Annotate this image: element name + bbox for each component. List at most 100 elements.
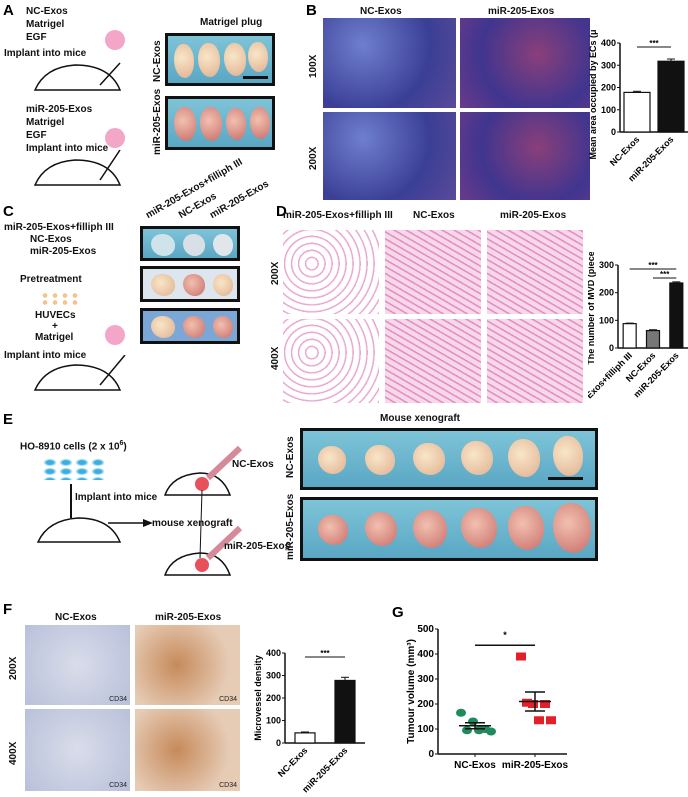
significance-label: *** xyxy=(320,649,330,658)
significance-label: *** xyxy=(649,39,659,48)
d-micrograph xyxy=(385,230,481,314)
e-row-label: NC-Exos xyxy=(285,436,296,478)
c-plus: + xyxy=(52,321,58,332)
y-tick-label: 200 xyxy=(266,693,281,703)
a-plug-photo-nc xyxy=(165,33,275,86)
d-col-label: miR-205-Exos xyxy=(500,210,567,221)
b-row-label: 200X xyxy=(308,146,319,170)
y-tick-label: 300 xyxy=(599,260,614,270)
a-nc-line: EGF xyxy=(26,32,47,43)
y-axis-label: Microvessel density xyxy=(253,655,263,741)
bar xyxy=(623,91,651,133)
bar xyxy=(294,732,316,744)
panel-label-e: E xyxy=(3,411,14,428)
a-mir-line: miR-205-Exos xyxy=(26,104,93,115)
e-xenograft: mouse xenograft xyxy=(152,518,233,529)
mouse-icon xyxy=(36,517,122,543)
y-tick-label: 100 xyxy=(601,105,616,115)
d-micrograph xyxy=(487,319,583,403)
bar xyxy=(334,679,356,744)
b-micrograph xyxy=(323,112,456,200)
a-plug-photo-mir xyxy=(165,96,275,150)
y-tick-label: 0 xyxy=(428,749,434,760)
e-nc: NC-Exos xyxy=(232,459,274,470)
mouse-icon xyxy=(33,355,126,391)
d-col-label: miR-205-Exos+filliph III xyxy=(283,210,393,221)
y-axis-label: The number of MVD (piece) xyxy=(588,252,596,365)
data-point xyxy=(516,652,526,661)
data-point xyxy=(528,700,538,708)
c-implant: Implant into mice xyxy=(4,350,87,361)
f-micrograph: CD34 xyxy=(25,625,130,705)
mouse-syringe-icon xyxy=(163,445,243,576)
x-tick-label: NC-Exos xyxy=(608,134,642,168)
y-tick-label: 100 xyxy=(266,716,281,726)
y-tick-label: 400 xyxy=(266,648,281,658)
cells-icon xyxy=(42,458,104,480)
mouse-icon xyxy=(33,150,122,186)
a-nc-line: Implant into mice xyxy=(4,48,87,59)
y-tick-label: 100 xyxy=(599,315,614,325)
panel-label-g: G xyxy=(392,604,404,621)
y-axis-label: Tumour volume (mm³) xyxy=(406,639,417,744)
y-tick-label: 200 xyxy=(417,699,434,710)
y-tick-label: 500 xyxy=(417,624,434,635)
data-point xyxy=(546,716,556,725)
f-micrograph: CD34 xyxy=(135,709,240,791)
a-row-label: NC-Exos xyxy=(152,40,163,82)
bar xyxy=(645,329,661,349)
significance-label: *** xyxy=(660,270,670,279)
bar xyxy=(622,323,637,349)
b-col-label: miR-205-Exos xyxy=(488,6,555,17)
e-mir: miR-205-Exos xyxy=(224,541,291,552)
f-micrograph: CD34 xyxy=(135,625,240,705)
mouse-icon xyxy=(33,62,122,91)
f-micrograph: CD34 xyxy=(25,709,130,791)
panel-label-a: A xyxy=(3,2,14,19)
x-tick-label: NC-Exos xyxy=(454,760,496,771)
b-row-label: 100X xyxy=(308,54,319,78)
panel-label-b: B xyxy=(306,2,317,19)
f-row-label: 200X xyxy=(8,656,19,680)
data-point xyxy=(540,700,550,708)
data-point xyxy=(468,717,478,726)
f-row-label: 400X xyxy=(8,741,19,765)
d-micrograph xyxy=(487,230,583,314)
b-micrograph xyxy=(460,18,590,108)
y-tick-label: 200 xyxy=(601,83,616,93)
f-col-label: NC-Exos xyxy=(55,612,97,623)
y-tick-label: 400 xyxy=(601,38,616,48)
f-col-label: miR-205-Exos xyxy=(155,612,222,623)
d-row-label: 400X xyxy=(270,346,281,370)
c-plug-photo xyxy=(140,266,240,302)
y-tick-label: 400 xyxy=(417,649,434,660)
significance-label: *** xyxy=(648,261,658,270)
c-matrigel: Matrigel xyxy=(35,332,74,343)
y-tick-label: 0 xyxy=(609,343,614,353)
a-photo-title: Matrigel plug xyxy=(200,17,263,28)
d-micrograph xyxy=(283,230,379,314)
c-plug-photo xyxy=(140,308,240,344)
data-point xyxy=(486,727,496,736)
matrigel-icon xyxy=(105,30,125,50)
data-point xyxy=(462,726,472,735)
c-huvecs: HUVECs xyxy=(35,310,76,321)
b-micrograph xyxy=(323,18,456,108)
e-xenograft-photo-mir xyxy=(300,497,598,561)
d-row-label: 200X xyxy=(270,261,281,285)
a-mir-line: EGF xyxy=(26,130,47,141)
y-tick-label: 100 xyxy=(417,724,434,735)
e-xenograft-photo-nc xyxy=(300,428,598,490)
x-tick-label: miR-205-Exos xyxy=(502,760,569,771)
y-tick-label: 300 xyxy=(601,60,616,70)
arrow-down-icon xyxy=(70,484,72,518)
b-micrograph xyxy=(460,112,590,200)
data-point xyxy=(522,698,532,707)
panel-label-c: C xyxy=(3,203,14,220)
d-micrograph xyxy=(283,319,379,403)
